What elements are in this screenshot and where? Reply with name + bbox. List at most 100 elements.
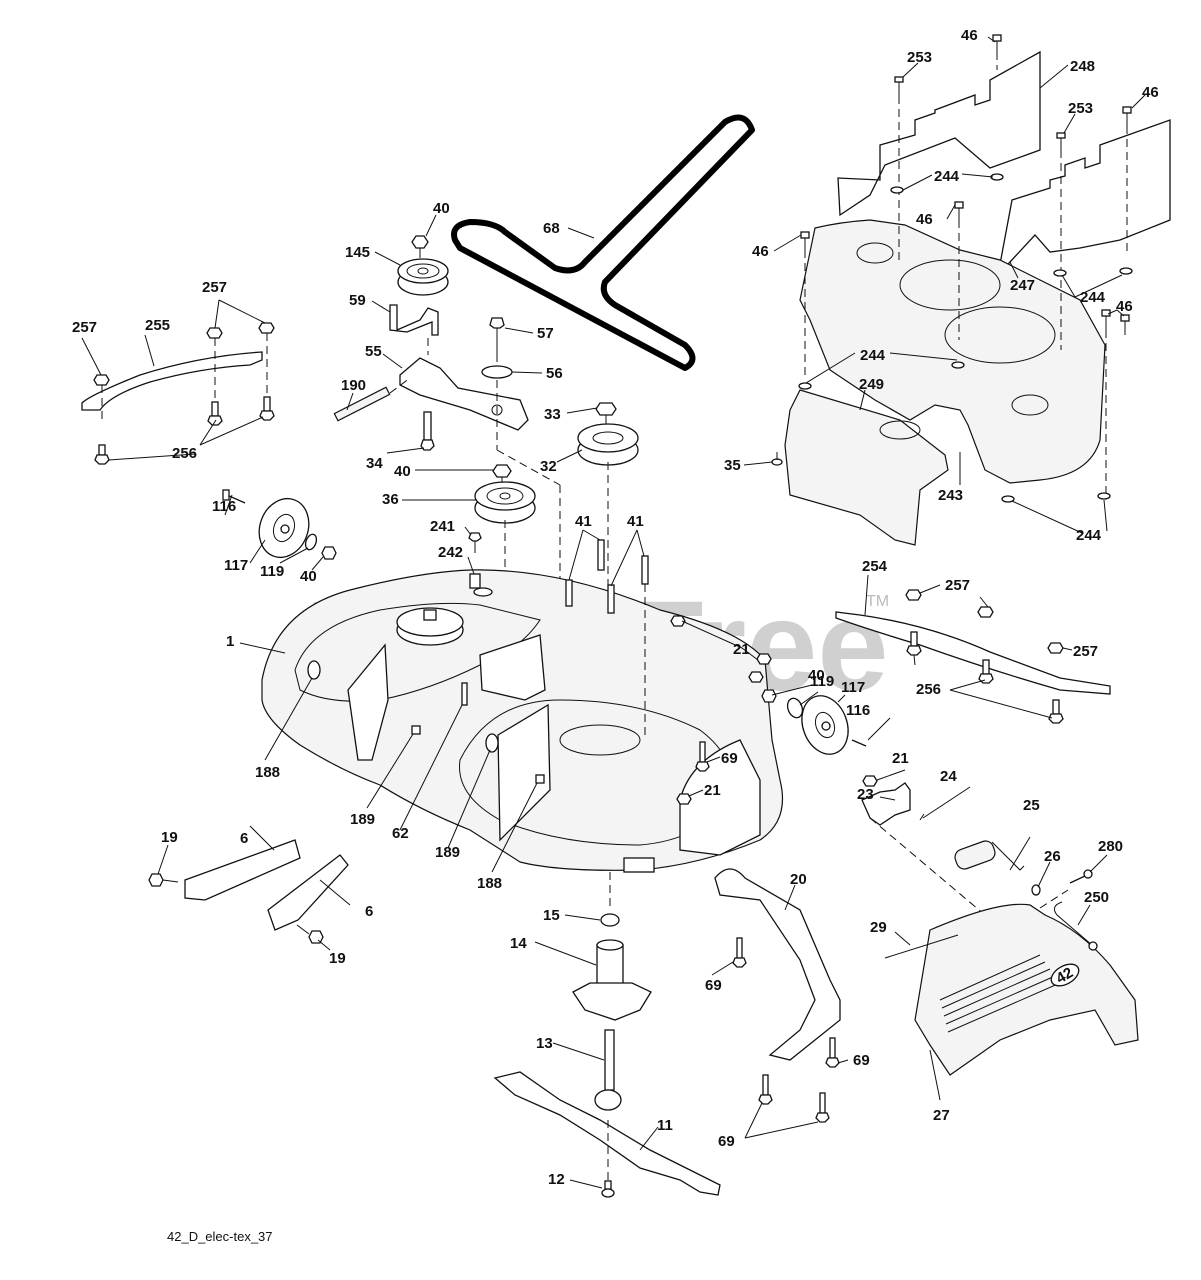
nut-part-257[interactable] bbox=[258, 322, 275, 334]
callout-label[interactable]: 117 bbox=[841, 679, 865, 696]
bushing-part-188[interactable] bbox=[307, 660, 321, 680]
bolt-part-41[interactable] bbox=[597, 539, 605, 571]
callout-label[interactable]: 46 bbox=[961, 27, 978, 44]
idler-arm-part-55[interactable] bbox=[399, 357, 529, 431]
callout-label[interactable]: 119 bbox=[260, 563, 284, 580]
callout-label[interactable]: 41 bbox=[575, 513, 592, 530]
washer-part-244[interactable] bbox=[798, 382, 812, 390]
spindle-shaft-part-13[interactable] bbox=[604, 1029, 615, 1091]
pin-part-189[interactable] bbox=[535, 774, 545, 784]
callout-label[interactable]: 257 bbox=[1073, 643, 1098, 660]
callout-label[interactable]: 241 bbox=[430, 518, 455, 535]
callout-label[interactable]: 15 bbox=[543, 907, 560, 924]
callout-label[interactable]: 244 bbox=[860, 347, 886, 364]
callout-label[interactable]: 41 bbox=[627, 513, 644, 530]
nut-part-21[interactable] bbox=[676, 793, 692, 805]
callout-label[interactable]: 21 bbox=[733, 641, 750, 658]
bolt-part-46[interactable] bbox=[954, 201, 964, 220]
bearing-part-15[interactable] bbox=[600, 913, 620, 927]
callout-label[interactable]: 69 bbox=[718, 1133, 735, 1150]
gauge-wheel-part-117[interactable] bbox=[251, 492, 317, 565]
latch-part-250[interactable] bbox=[1053, 901, 1098, 951]
washer-part-119[interactable] bbox=[304, 533, 319, 551]
nut-part-33[interactable] bbox=[595, 402, 617, 416]
callout-label[interactable]: 21 bbox=[704, 782, 721, 799]
callout-label[interactable]: 14 bbox=[510, 935, 527, 952]
callout-label[interactable]: 29 bbox=[870, 919, 887, 936]
callout-label[interactable]: 280 bbox=[1098, 838, 1123, 855]
nut-part-40[interactable] bbox=[411, 235, 429, 249]
callout-label[interactable]: 188 bbox=[477, 875, 502, 892]
nut-part-40[interactable] bbox=[492, 464, 512, 478]
pin-part-189[interactable] bbox=[411, 725, 421, 735]
callout-label[interactable]: 12 bbox=[548, 1171, 565, 1188]
nut-part-21[interactable] bbox=[748, 671, 764, 683]
callout-label[interactable]: 59 bbox=[349, 292, 366, 309]
bolt-part-256[interactable] bbox=[1048, 699, 1064, 724]
bolt-part-34[interactable] bbox=[420, 411, 435, 451]
bolt-part-19[interactable] bbox=[148, 873, 179, 887]
washer-part-244[interactable] bbox=[890, 186, 904, 194]
callout-label[interactable]: 21 bbox=[892, 750, 909, 767]
callout-label[interactable]: 189 bbox=[350, 811, 375, 828]
washer-part-244[interactable] bbox=[1119, 267, 1133, 275]
callout-label[interactable]: 69 bbox=[853, 1052, 870, 1069]
callout-label[interactable]: 19 bbox=[161, 829, 178, 846]
belt-cover-part-243[interactable] bbox=[799, 219, 1106, 484]
wheel-bolt-part-116[interactable] bbox=[851, 739, 867, 747]
blade-bolt-part-12[interactable] bbox=[601, 1180, 615, 1198]
bolt-part-241[interactable] bbox=[468, 532, 482, 553]
bolt-part-256[interactable] bbox=[94, 444, 110, 465]
bracket-part-59[interactable] bbox=[389, 304, 439, 336]
callout-label[interactable]: 20 bbox=[790, 871, 807, 888]
callout-label[interactable]: 250 bbox=[1084, 889, 1109, 906]
fitting-part-242[interactable] bbox=[469, 573, 493, 597]
callout-label[interactable]: 57 bbox=[537, 325, 554, 342]
callout-label[interactable]: 188 bbox=[255, 764, 280, 781]
screw-part-35[interactable] bbox=[771, 452, 783, 466]
callout-label[interactable]: 119 bbox=[810, 673, 834, 690]
nut-part-257[interactable] bbox=[977, 606, 994, 618]
callout-label[interactable]: 248 bbox=[1070, 58, 1095, 75]
deck-support-rod-part-255[interactable] bbox=[81, 351, 263, 411]
callout-label[interactable]: 116 bbox=[212, 498, 236, 515]
callout-label[interactable]: 253 bbox=[907, 49, 932, 66]
gauge-wheel-part-117[interactable] bbox=[794, 689, 856, 760]
callout-label[interactable]: 46 bbox=[752, 243, 769, 260]
callout-label[interactable]: 6 bbox=[240, 830, 248, 847]
callout-label[interactable]: 40 bbox=[300, 568, 317, 585]
nut-part-21[interactable] bbox=[756, 653, 772, 665]
nut-part-257[interactable] bbox=[905, 589, 922, 601]
bolt-part-46[interactable] bbox=[1101, 309, 1111, 330]
discharge-chute-part-27[interactable] bbox=[914, 903, 1139, 1076]
bolt-part-46[interactable] bbox=[1120, 314, 1130, 335]
callout-label[interactable]: 46 bbox=[1116, 298, 1133, 315]
callout-label[interactable]: 40 bbox=[394, 463, 411, 480]
callout-label[interactable]: 256 bbox=[916, 681, 941, 698]
nut-part-257[interactable] bbox=[1047, 642, 1064, 654]
spindle-housing-part-14[interactable] bbox=[572, 939, 652, 1021]
callout-label[interactable]: 253 bbox=[1068, 100, 1093, 117]
bolt-part-69[interactable] bbox=[825, 1037, 840, 1068]
callout-label[interactable]: 249 bbox=[859, 376, 884, 393]
rod-part-29[interactable] bbox=[884, 934, 959, 959]
callout-label[interactable]: 190 bbox=[341, 377, 366, 394]
bushing-part-188[interactable] bbox=[485, 733, 499, 753]
callout-label[interactable]: 35 bbox=[724, 457, 741, 474]
bolt-part-253[interactable] bbox=[894, 76, 904, 96]
washer-part-119[interactable] bbox=[785, 696, 805, 720]
callout-label[interactable]: 117 bbox=[224, 557, 248, 574]
bolt-part-256[interactable] bbox=[259, 396, 275, 421]
callout-label[interactable]: 257 bbox=[202, 279, 227, 296]
callout-label[interactable]: 24 bbox=[940, 768, 957, 785]
spacer-part-56[interactable] bbox=[481, 365, 513, 379]
callout-label[interactable]: 254 bbox=[862, 558, 888, 575]
callout-label[interactable]: 69 bbox=[705, 977, 722, 994]
callout-label[interactable]: 33 bbox=[544, 406, 561, 423]
callout-label[interactable]: 242 bbox=[438, 544, 463, 561]
callout-label[interactable]: 256 bbox=[172, 445, 197, 462]
callout-label[interactable]: 11 bbox=[657, 1117, 673, 1134]
bolt-part-19[interactable] bbox=[296, 924, 324, 944]
callout-label[interactable]: 46 bbox=[1142, 84, 1159, 101]
callout-label[interactable]: 145 bbox=[345, 244, 370, 261]
